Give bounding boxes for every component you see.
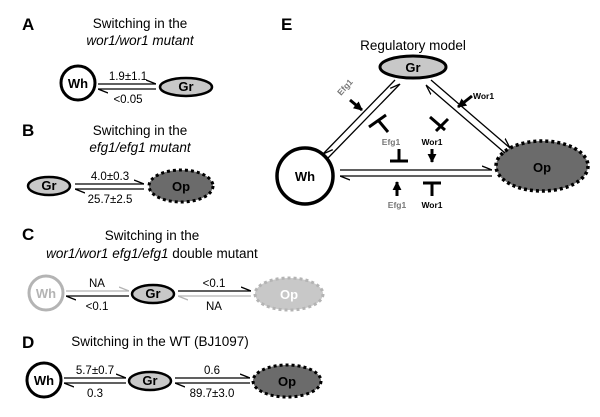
white-cell-label: Wh [295, 169, 315, 184]
gray-cell-node [26, 175, 72, 197]
panel-c: C Switching in the wor1/wor1 efg1/efg1 d… [22, 225, 325, 313]
wor1-label: Wor1 [473, 91, 494, 101]
panel-e: E Regulatory model Gr Wh Op Efg1 Efg1 Wo… [275, 15, 590, 210]
panel-b: B Switching in the efg1/efg1 mutant Gr O… [22, 121, 215, 206]
rate-reverse: 25.7±2.5 [88, 194, 133, 206]
wor1-activation-arrow [457, 94, 473, 109]
white-cell-node [275, 146, 335, 206]
white-cell-node [25, 361, 63, 399]
gr-to-op-arrow [430, 79, 510, 149]
efg1-label: Efg1 [388, 200, 407, 210]
rate-forward: NA [89, 278, 105, 290]
panel-letter-d: D [22, 333, 34, 352]
white-cell-label: Wh [36, 286, 56, 301]
white-cell-node [27, 274, 65, 312]
panel-c-title-genotype: wor1/wor1 efg1/efg1 [46, 246, 168, 261]
gray-cell-label: Gr [405, 60, 420, 75]
white-cell-label: Wh [68, 76, 88, 91]
wor1-inhibition-line [434, 117, 450, 133]
panel-d: D Switching in the WT (BJ1097) Wh Gr Op … [22, 333, 323, 400]
opaque-cell-label: Op [533, 160, 551, 175]
opaque-cell-node [494, 139, 590, 193]
white-cell-label: Wh [34, 373, 54, 388]
gray-cell-label: Gr [142, 373, 157, 388]
rate-reverse: <0.05 [113, 94, 142, 106]
gray-cell-node [378, 54, 448, 80]
rate-reverse: 0.3 [87, 388, 103, 400]
efg1-inhibition-line [376, 119, 390, 133]
wor1-label: Wor1 [421, 200, 442, 210]
gray-cell-node [127, 370, 173, 392]
efg1-label: Efg1 [335, 77, 355, 98]
efg1-inhibition-bar [368, 113, 387, 129]
opaque-cell-label: Op [280, 287, 298, 302]
opaque-cell-node [147, 168, 215, 204]
efg1-activation-arrow [349, 98, 363, 112]
wh-to-gr-arrow [327, 84, 401, 159]
opaque-cell-node [253, 276, 325, 312]
rate-reverse: <0.1 [86, 301, 109, 313]
panel-a-title-line1: Switching in the [93, 16, 188, 31]
panel-a: A Switching in the wor1/wor1 mutant Wh G… [22, 15, 214, 106]
gray-cell-node [158, 76, 214, 98]
gray-cell-label: Gr [41, 178, 56, 193]
panel-letter-b: B [22, 121, 34, 140]
rate-forward: 0.6 [204, 365, 220, 377]
rate-forward: 5.7±0.7 [76, 365, 114, 377]
gray-cell-label: Gr [145, 286, 160, 301]
rate-reverse: 89.7±3.0 [190, 388, 235, 400]
op-to-gr-arrow [426, 84, 506, 154]
rate-forward: 4.0±0.3 [91, 171, 129, 183]
panel-d-title: Switching in the WT (BJ1097) [71, 334, 249, 349]
wor1-label: Wor1 [421, 137, 442, 147]
panel-b-title-line1: Switching in the [93, 123, 188, 138]
white-cell-node [59, 64, 97, 102]
panel-letter-a: A [22, 15, 34, 34]
panel-letter-c: C [22, 225, 34, 244]
opaque-cell-node [251, 363, 323, 399]
panel-a-title-line2: wor1/wor1 mutant [86, 33, 195, 48]
rate-reverse: NA [206, 301, 222, 313]
panel-c-title-line2: wor1/wor1 efg1/efg1 double mutant [46, 246, 258, 261]
panel-b-title-line2: efg1/efg1 mutant [89, 140, 192, 155]
rate-forward: <0.1 [203, 278, 226, 290]
rate-forward: 1.9±1.1 [109, 71, 147, 83]
gray-cell-label: Gr [178, 79, 193, 94]
efg1-label: Efg1 [382, 137, 401, 147]
panel-letter-e: E [281, 15, 292, 34]
gray-cell-node [130, 283, 176, 305]
panel-e-title: Regulatory model [360, 38, 466, 53]
opaque-cell-label: Op [172, 179, 190, 194]
gr-to-wh-arrow [322, 79, 396, 154]
panel-c-title-line1: Switching in the [105, 228, 200, 243]
opaque-cell-label: Op [278, 374, 296, 389]
wor1-inhibition-bar [429, 115, 446, 132]
panel-c-title-suffix: double mutant [169, 246, 259, 261]
